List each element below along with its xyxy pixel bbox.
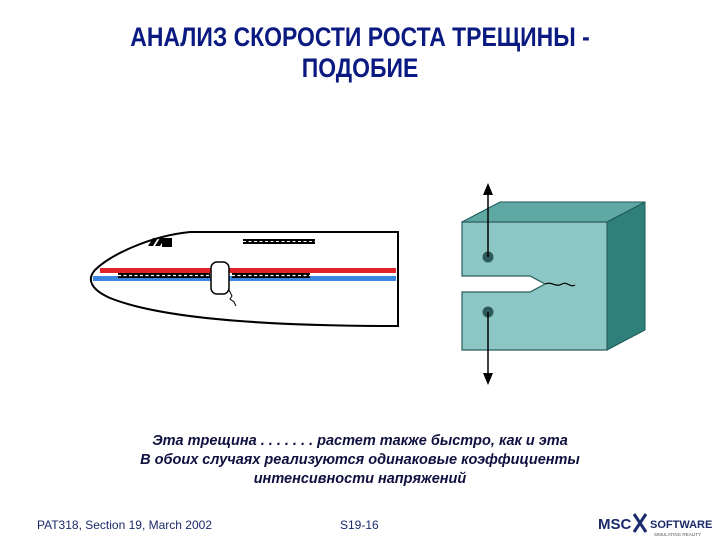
title-line-1: АНАЛИЗ СКОРОСТИ РОСТА ТРЕЩИНЫ - (130, 22, 590, 52)
caption-line-3: интенсивности напряжений (253, 471, 467, 487)
footer-course-label: PAT318, Section 19, March 2002 (37, 518, 212, 532)
caption: Эта трещина . . . . . . . растет также б… (60, 432, 660, 489)
cockpit-windows (148, 238, 172, 247)
block-side-face (606, 201, 646, 351)
cracked-block-specimen-icon (461, 183, 646, 385)
red-stripe (100, 268, 396, 273)
logo-x-mark-icon (632, 513, 648, 533)
title-line-2: ПОДОБИЕ (301, 53, 419, 83)
blue-stripe (93, 276, 396, 281)
caption-line-2: В обоих случаях реализуются одинаковые к… (140, 452, 580, 468)
main-deck-windows (118, 273, 310, 278)
upper-deck-windows (243, 239, 315, 244)
logo-brand-left: MSC (598, 516, 632, 533)
fuselage-door (210, 261, 230, 295)
fuselage-crack (228, 289, 237, 307)
logo-brand-right: SOFTWARE (650, 519, 712, 531)
block-front-face (461, 221, 608, 351)
specimen-crack (544, 282, 576, 287)
logo-tagline: SIMULATING REALITY (654, 532, 701, 537)
caption-line-1: Эта трещина . . . . . . . растет также б… (152, 433, 568, 449)
page-title: АНАЛИЗ СКОРОСТИ РОСТА ТРЕЩИНЫ - ПОДОБИЕ (105, 22, 615, 84)
upper-load-arrow (483, 183, 493, 257)
lower-load-arrow (483, 312, 493, 385)
airplane-fuselage-icon (90, 231, 399, 328)
footer-page-number: S19-16 (340, 518, 379, 532)
msc-software-logo: MSC SOFTWARE SIMULATING REALITY (598, 513, 712, 537)
